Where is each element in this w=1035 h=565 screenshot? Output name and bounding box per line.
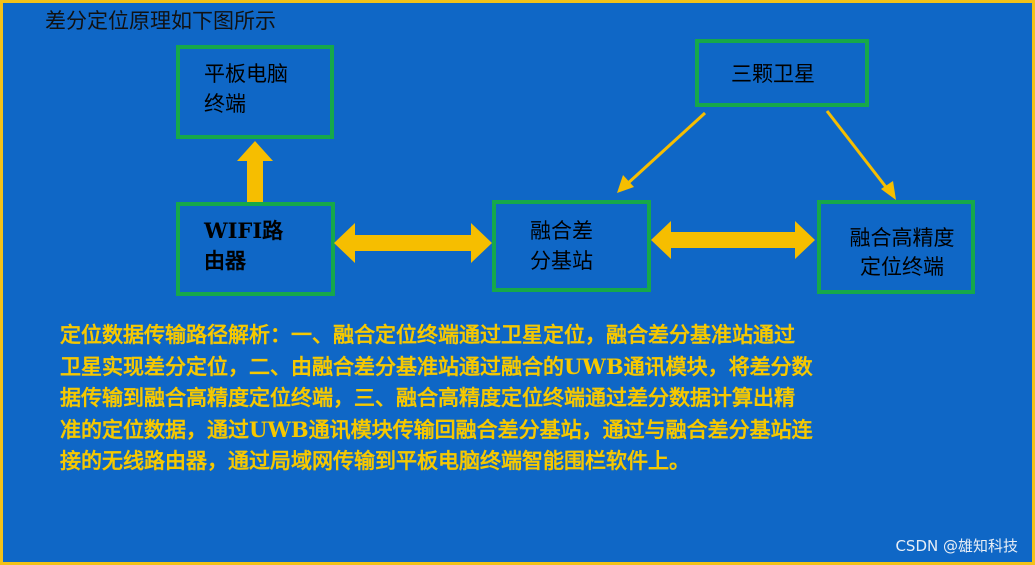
arrow-base-station-terminal (651, 221, 815, 259)
connection-arrows (237, 110, 896, 263)
path-description: 定位数据传输路径解析：一、融合定位终端通过卫星定位，融合差分基准站通过 卫星实现… (60, 322, 813, 473)
terminal-node-label: 融合高精度 定位终端 (849, 226, 955, 279)
arrow-router-base-station (334, 223, 492, 263)
arrow-satellites-to-base-station (617, 111, 707, 193)
router-node: WIFI路 由器 (176, 202, 335, 296)
base-station-node-label: 融合差 分基站 (530, 219, 593, 273)
tablet-node: 平板电脑 终端 (176, 45, 334, 139)
arrow-satellites-to-terminal (825, 110, 896, 200)
tablet-node-label: 平板电脑 终端 (204, 62, 288, 116)
satellites-node-label: 三颗卫星 (731, 62, 815, 86)
router-node-label: WIFI路 由器 (204, 218, 284, 273)
satellites-node: 三颗卫星 (695, 39, 869, 107)
diagram-heading: 差分定位原理如下图所示 (45, 9, 276, 33)
csdn-watermark: CSDN @雄知科技 (895, 537, 1018, 555)
terminal-node: 融合高精度 定位终端 (817, 200, 975, 294)
arrow-router-to-tablet (237, 141, 273, 202)
base-station-node: 融合差 分基站 (492, 200, 651, 292)
